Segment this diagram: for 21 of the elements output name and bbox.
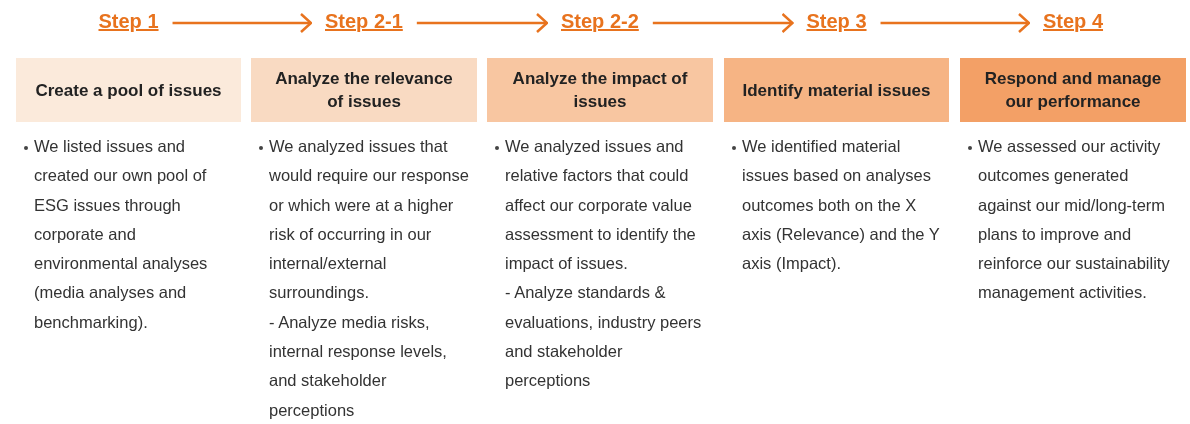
step-label: Step 3 [806,8,867,34]
step-label: Step 1 [98,8,159,34]
step-label: Step 2-1 [325,8,403,34]
step-header-panel: Identify material issues [724,58,949,122]
step-header-panel: Analyze the impact of issues [487,58,713,122]
description-text: We listed issues and created our own pool of ESG issues through corporate and environmental analyses (media analyses and benchmarking). [34,136,209,333]
arrow [652,12,794,34]
description-text: We analyzed issues that would require our response or which were at a higher risk of occurring in our internal/external surroundings. [269,136,470,304]
step-header-panel: Create a pool of issues [16,58,241,122]
step-label: Step 4 [1043,8,1104,34]
description-text: - Analyze standards & evaluations, industry peers and stakeholder perceptions [505,282,703,392]
description-text: - Analyze media risks, internal response levels, and stakeholder perceptions [269,311,448,421]
description-text: We assessed our activity outcomes generated against our mid/long-term plans to improve and reinforce our sustainability management activities. [978,136,1171,304]
description-text: We analyzed issues and relative factors that could affect our corporate value assessment to identify the impact of issues. [505,136,697,275]
arrow [880,12,1031,34]
arrow [416,12,549,34]
step-header-panel: Analyze the relevance of issues [251,58,477,122]
description-text: We identified material issues based on analyses outcomes both on the X axis (Relevance) and the Y axis (Impact). [742,136,941,275]
step-label: Step 2-2 [561,8,639,34]
arrow [172,12,313,34]
step-header-panel: Respond and manage our performance [960,58,1186,122]
